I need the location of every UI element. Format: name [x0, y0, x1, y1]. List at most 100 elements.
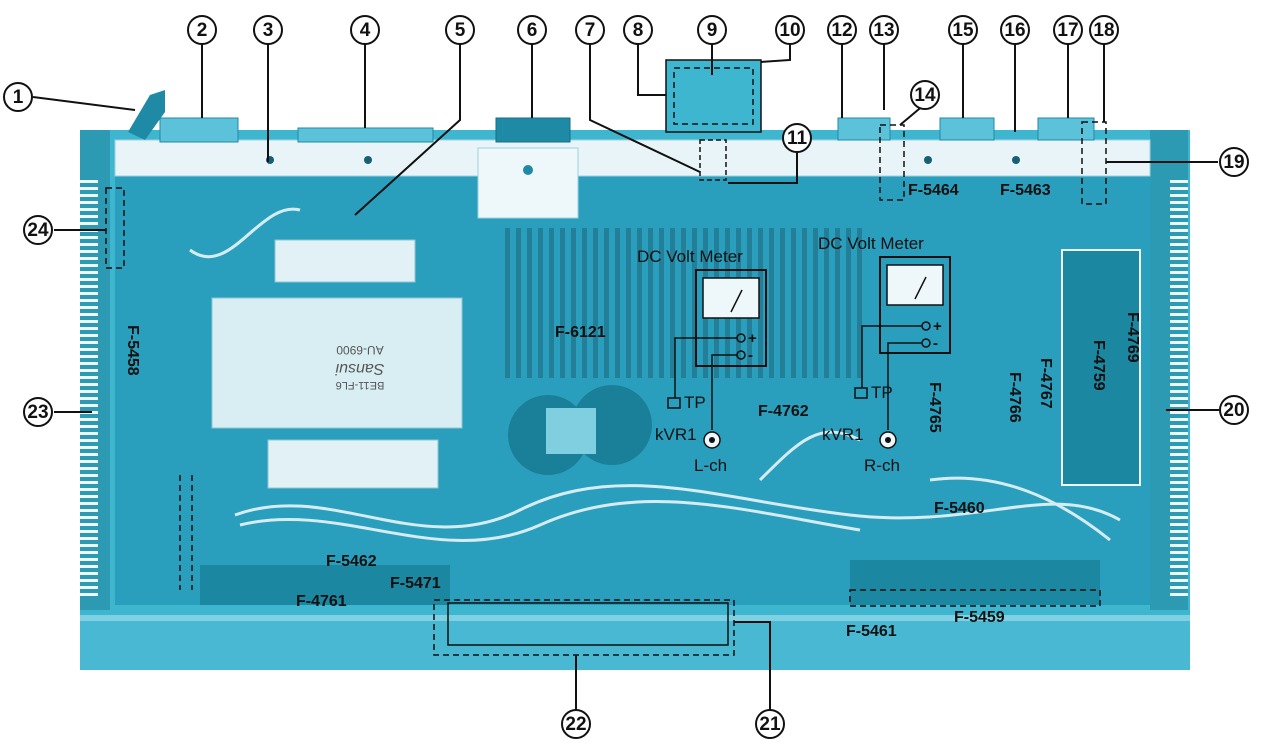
callout-22: 22: [561, 709, 591, 739]
board-label-f4766: F-4766: [1006, 372, 1023, 423]
rear-connector-15: [939, 117, 995, 141]
callout-number: 21: [759, 714, 781, 735]
board-label-f4759: F-4759: [1090, 340, 1107, 391]
rear-connector-4: [297, 127, 434, 143]
board-label-f5464: F-5464: [908, 182, 959, 199]
board-label-f4769: F-4769: [1124, 312, 1141, 363]
wiring-harness: [189, 207, 1121, 542]
transformer-brand: Sansui: [335, 360, 384, 377]
rear-connector-17: [1037, 117, 1095, 141]
meter-left-tp: TP: [684, 393, 706, 412]
callout-number: 7: [585, 20, 596, 41]
right-heatsink: [1150, 130, 1188, 610]
callout-number: 18: [1093, 20, 1114, 41]
callout-number: 2: [197, 20, 208, 41]
callout-leaders: [32, 44, 1219, 713]
dc-volt-meter-right: DC Volt Meter + - TP kVR1 R-ch: [818, 234, 951, 475]
rear-panel-rail: [115, 140, 1150, 176]
callout-number: 16: [1004, 20, 1025, 41]
meter-left-minus: -: [748, 347, 753, 364]
callout-number: 17: [1057, 20, 1078, 41]
callout-19: 19: [1219, 147, 1249, 177]
board-label-f4761: F-4761: [296, 593, 347, 610]
meter-right-tp: TP: [871, 383, 893, 402]
board-label-f4762: F-4762: [758, 403, 809, 420]
callout-15: 15: [948, 15, 978, 45]
board-label-f5471: F-5471: [390, 575, 441, 592]
callout-number: 6: [527, 20, 538, 41]
callout-2: 2: [187, 15, 217, 45]
outlet-block: [477, 147, 579, 219]
callout-number: 20: [1223, 400, 1244, 421]
power-transformer: Sansui AU-6900 BE11-FL6: [211, 239, 463, 489]
callout-13: 13: [869, 15, 899, 45]
callout-number: 23: [27, 402, 48, 423]
callout-number: 4: [360, 20, 371, 41]
callout-number: 12: [831, 20, 852, 41]
callout-17: 17: [1053, 15, 1083, 45]
board-label-f5461: F-5461: [846, 623, 897, 640]
rear-connector-6: [495, 117, 571, 143]
callout-24: 24: [23, 215, 53, 245]
meter-right-title: DC Volt Meter: [818, 234, 924, 253]
vr-right-label: kVR1: [822, 425, 864, 444]
board-f5462-area: [200, 565, 450, 605]
vr-left-label: kVR1: [655, 425, 697, 444]
callout-number: 13: [873, 20, 894, 41]
board-label-f5463: F-5463: [1000, 182, 1051, 199]
callout-7: 7: [575, 15, 605, 45]
callout-number: 22: [565, 714, 586, 735]
meter-right-minus: -: [933, 335, 938, 352]
rear-connector-2: [159, 117, 239, 143]
callout-3: 3: [253, 15, 283, 45]
board-f5459-area: [850, 560, 1100, 605]
board-f4769-area: [1061, 249, 1141, 486]
callout-number: 14: [914, 85, 936, 106]
dashed-outlines: [105, 121, 1107, 656]
rear-box-9: [665, 59, 762, 133]
callout-18: 18: [1089, 15, 1119, 45]
meter-right-plus: +: [933, 318, 942, 335]
board-label-f5459: F-5459: [954, 609, 1005, 626]
power-cord: [128, 90, 165, 140]
transformer-code: BE11-FL6: [336, 379, 385, 391]
callout-number: 24: [27, 220, 49, 241]
dc-volt-meter-left: DC Volt Meter + - TP kVR1 L-ch: [637, 247, 767, 475]
ch-right-label: R-ch: [864, 456, 900, 475]
board-label-f4765: F-4765: [926, 382, 943, 433]
callout-number: 8: [633, 20, 644, 41]
callout-12: 12: [827, 15, 857, 45]
callout-21: 21: [755, 709, 785, 739]
callout-9: 9: [697, 15, 727, 45]
ch-left-label: L-ch: [694, 456, 727, 475]
callout-5: 5: [445, 15, 475, 45]
callout-number: 15: [952, 20, 974, 41]
callout-number: 10: [779, 20, 800, 41]
callout-1: 1: [3, 82, 33, 112]
callout-16: 16: [1000, 15, 1030, 45]
callout-number: 19: [1223, 152, 1244, 173]
board-label-f5458: F-5458: [124, 325, 141, 376]
board-label-f4767: F-4767: [1037, 358, 1054, 409]
board-label-f6121: F-6121: [555, 324, 606, 341]
rear-connector-12: [837, 117, 891, 141]
meter-left-plus: +: [748, 330, 757, 347]
front-panel: [80, 615, 1190, 670]
callout-6: 6: [517, 15, 547, 45]
callout-20: 20: [1219, 395, 1249, 425]
callout-number: 1: [13, 87, 24, 108]
transformer-model: AU-6900: [336, 343, 384, 357]
callout-10: 10: [775, 15, 805, 45]
meter-left-title: DC Volt Meter: [637, 247, 743, 266]
callout-14: 14: [910, 80, 940, 110]
callout-23: 23: [23, 397, 53, 427]
callout-number: 3: [263, 20, 274, 41]
callout-8: 8: [623, 15, 653, 45]
left-heatsink: [80, 130, 110, 610]
callout-11: 11: [782, 123, 812, 153]
callout-4: 4: [350, 15, 380, 45]
callout-number: 9: [707, 20, 718, 41]
